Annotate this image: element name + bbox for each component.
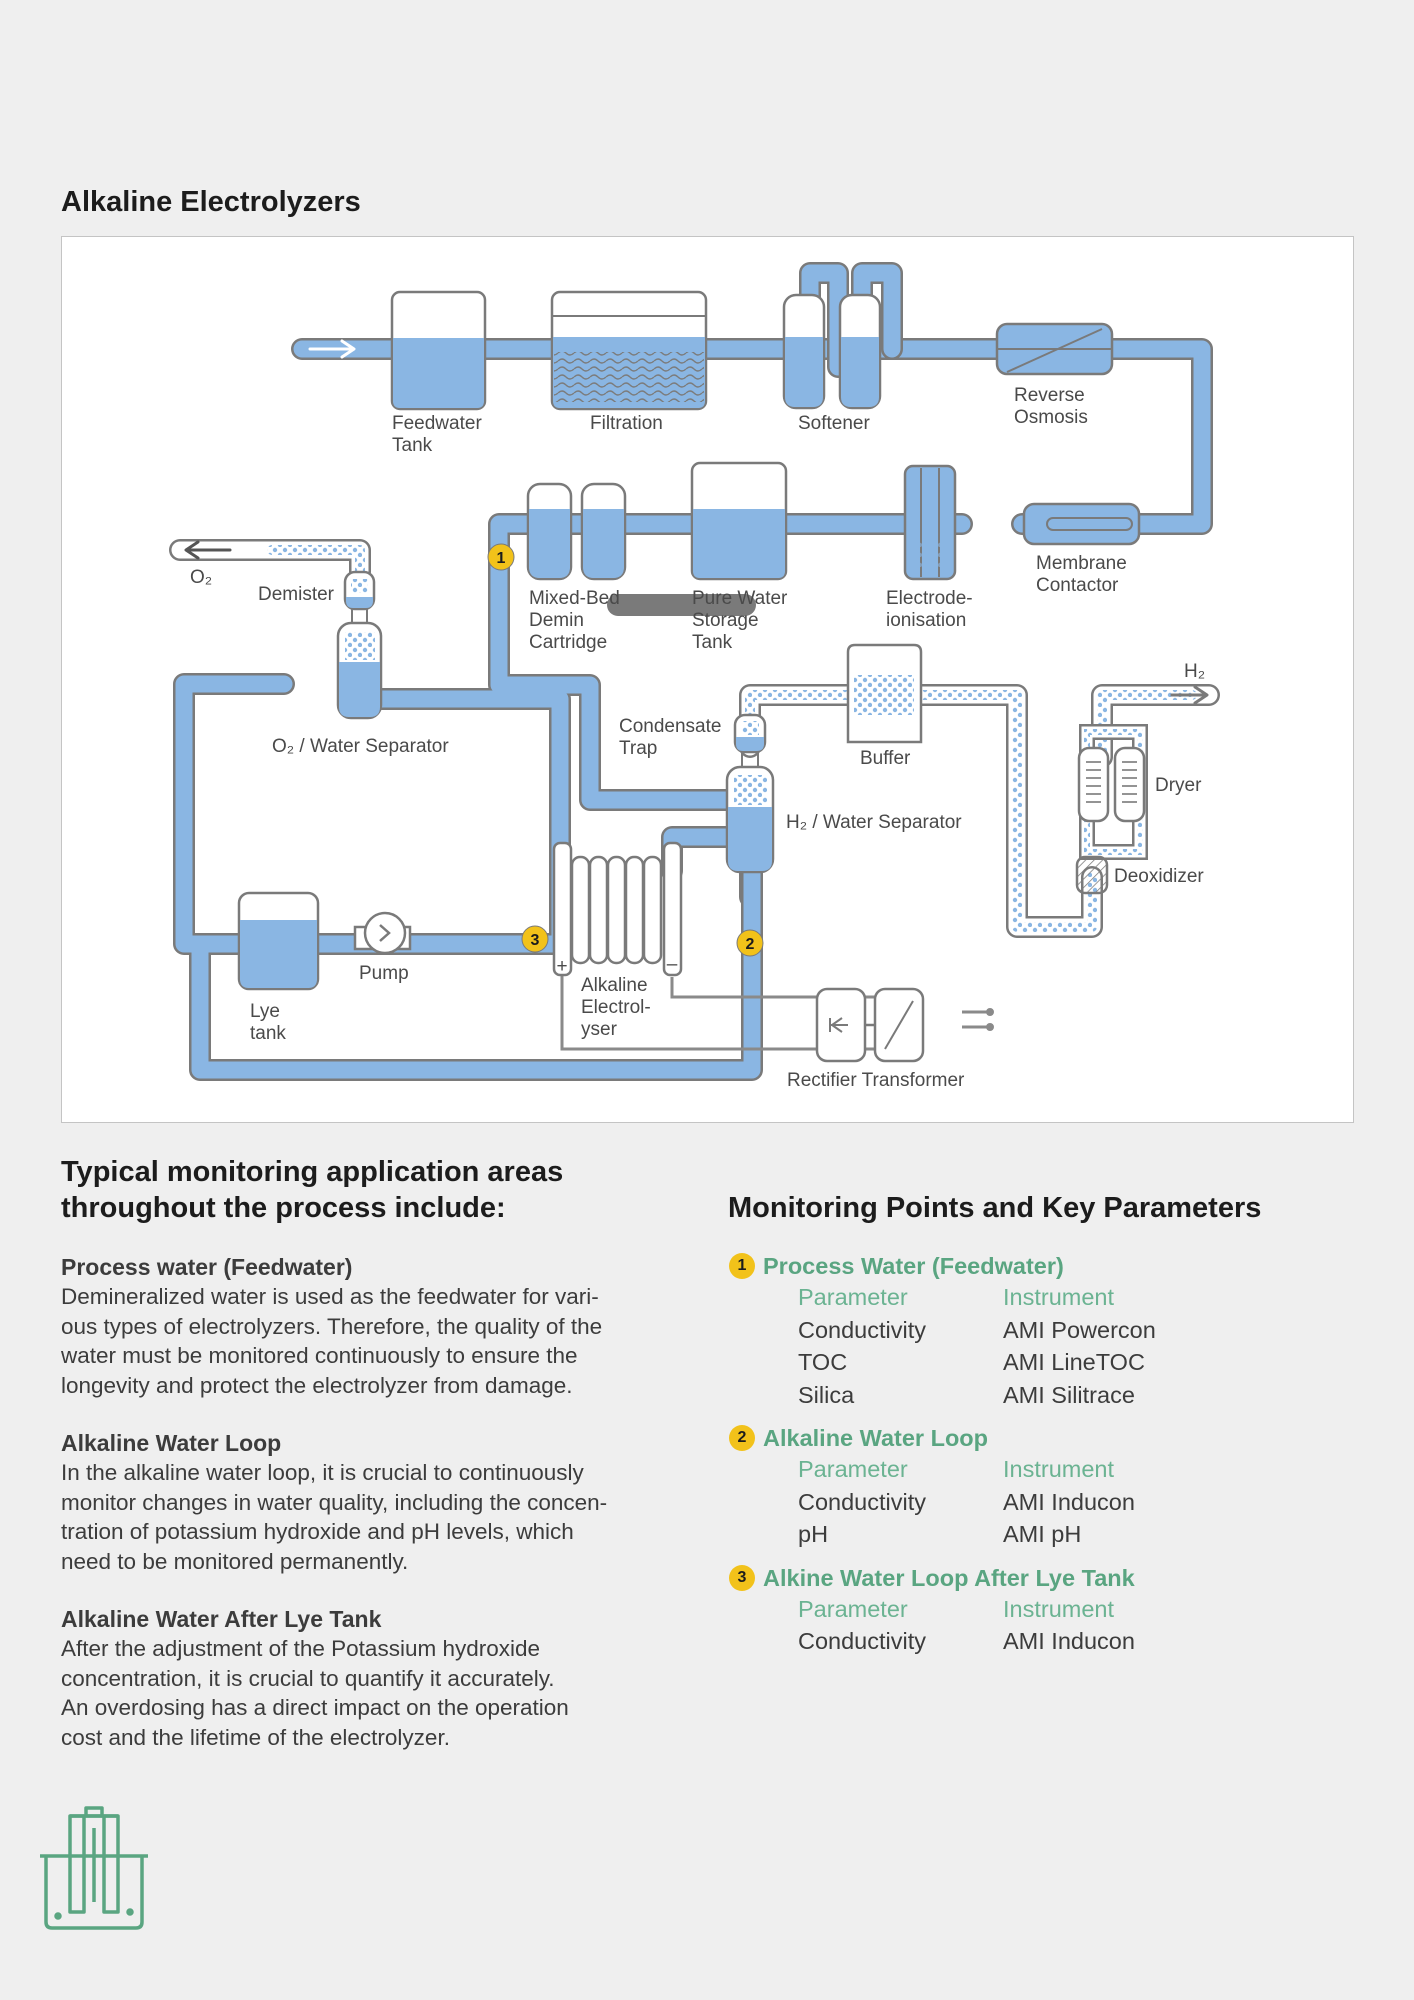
label-deoxidizer: Deoxidizer	[1114, 866, 1204, 887]
label-mixed-bed-demin-cartridge: Mixed-Bed	[529, 588, 620, 609]
label-condensate-trap: Condensate	[619, 716, 721, 737]
label-filtration: Filtration	[590, 413, 663, 434]
rectifier-transformer	[815, 987, 925, 1063]
group-title: Alkaline Water Loop	[763, 1425, 989, 1451]
column-headers: Parameter Instrument	[798, 1456, 1115, 1482]
svg-text:1: 1	[497, 550, 506, 567]
monitoring-areas: Typical monitoring application areas thr…	[61, 1154, 701, 1752]
feedwater-tank	[390, 290, 487, 411]
monitoring-areas-heading: Typical monitoring application areas thr…	[61, 1156, 564, 1224]
monitoring-points: Monitoring Points and Key Parameters 1 P…	[728, 1190, 1328, 1658]
page-title: Alkaline Electrolyzers	[61, 186, 361, 218]
demister	[343, 570, 376, 611]
svg-text:2: 2	[746, 936, 755, 953]
area-after-lye-tank: Alkaline Water After Lye Tank After the …	[61, 1605, 701, 1752]
alkaline-electrolyser: + –	[552, 841, 683, 977]
label-softener: Softener	[798, 413, 870, 434]
lye-tank	[237, 891, 320, 991]
label-pump: Pump	[359, 963, 409, 984]
pure-water-storage-tank	[690, 461, 788, 581]
label-o2-water-separator: O₂ / Water Separator	[272, 736, 449, 757]
monitoring-point-marker-1: 1	[487, 543, 515, 571]
column-headers: Parameter Instrument	[798, 1284, 1115, 1310]
label-rectifier-transformer: Rectifier Transformer	[787, 1070, 965, 1091]
softener-unit	[782, 293, 882, 410]
reverse-osmosis-unit	[995, 322, 1114, 376]
label-demister: Demister	[258, 584, 335, 605]
marker-badge: 3	[729, 1564, 755, 1591]
label-membrane-contactor: Membrane	[1036, 553, 1127, 574]
label-alkaline-electrolyser: Alkaline	[581, 975, 648, 996]
parameter-row: Silica AMI Silitrace	[798, 1381, 1135, 1408]
label-h2-outlet: H₂	[1184, 661, 1205, 682]
label-h2-water-separator: H₂ / Water Separator	[786, 812, 962, 833]
label-dryer: Dryer	[1155, 775, 1202, 796]
parameter-row: pH AMI pH	[798, 1521, 1082, 1547]
svg-text:Electrode-ionisation: Electrode-ionisation	[886, 588, 973, 631]
pump	[353, 911, 412, 955]
electrical-wires	[560, 960, 994, 1051]
svg-text:–: –	[667, 954, 678, 975]
label-electrodeionisation: Electrode-	[886, 588, 973, 609]
parameter-row: TOC AMI LineTOC	[798, 1349, 1145, 1375]
monitoring-group-3: 3 Alkine Water Loop After Lye Tank Param…	[728, 1563, 1328, 1658]
electrodeionisation-unit	[903, 464, 957, 581]
group-title: Alkine Water Loop After Lye Tank	[763, 1564, 1135, 1591]
group-title: Process Water (Feedwater)	[763, 1253, 1064, 1279]
buffer-tank	[846, 643, 923, 744]
area-text: After the adjustment of the Potassium hy…	[61, 1636, 569, 1750]
marker-badge: 1	[729, 1253, 755, 1279]
area-text: In the alkaline water loop, it is crucia…	[61, 1460, 608, 1574]
parameter-row: Conductivity AMI Powercon	[798, 1316, 1156, 1343]
o2-water-separator	[336, 609, 383, 720]
area-title: Alkaline Water After Lye Tank	[61, 1606, 382, 1632]
h2-water-separator	[725, 752, 775, 874]
condensate-trap	[733, 713, 767, 754]
monitoring-group-2: 2 Alkaline Water Loop Parameter Instrume…	[728, 1423, 1328, 1551]
area-alkaline-water-loop: Alkaline Water Loop In the alkaline wate…	[61, 1429, 701, 1576]
deoxidizer-unit	[1075, 855, 1109, 895]
svg-text:3: 3	[531, 932, 540, 949]
area-title: Process water (Feedwater)	[61, 1254, 353, 1280]
monitoring-group-1: 1 Process Water (Feedwater) Parameter In…	[728, 1251, 1328, 1411]
parameter-row: Conductivity AMI Inducon	[798, 1488, 1135, 1515]
area-process-water: Process water (Feedwater) Demineralized …	[61, 1253, 701, 1400]
monitoring-point-marker-2: 2	[736, 929, 764, 957]
label-o2-outlet: O₂	[190, 567, 212, 588]
svg-text:+: +	[556, 956, 567, 977]
membrane-contactor	[1022, 502, 1141, 546]
column-headers: Parameter Instrument	[798, 1595, 1115, 1622]
monitoring-points-heading: Monitoring Points and Key Parameters	[728, 1192, 1262, 1224]
area-title: Alkaline Water Loop	[61, 1430, 282, 1456]
label-reverse-osmosis: Reverse	[1014, 385, 1085, 406]
filtration-unit	[550, 290, 708, 411]
parameter-row: Conductivity AMI Inducon	[798, 1628, 1135, 1654]
dryer-unit	[1077, 746, 1146, 823]
label-pure-water-storage-tank: Pure Water	[692, 588, 788, 609]
monitoring-point-marker-3: 3	[521, 925, 549, 953]
mixed-bed-demin-cartridge	[526, 482, 627, 581]
area-text: Demineralized water is used as the feedw…	[61, 1284, 603, 1398]
label-lye-tank: Lye	[250, 1001, 280, 1022]
marker-badge: 2	[729, 1425, 755, 1451]
label-buffer: Buffer	[860, 748, 911, 769]
electrolyzer-tank-icon	[38, 1806, 150, 1937]
label-feedwater-tank: Feedwater	[392, 413, 482, 434]
